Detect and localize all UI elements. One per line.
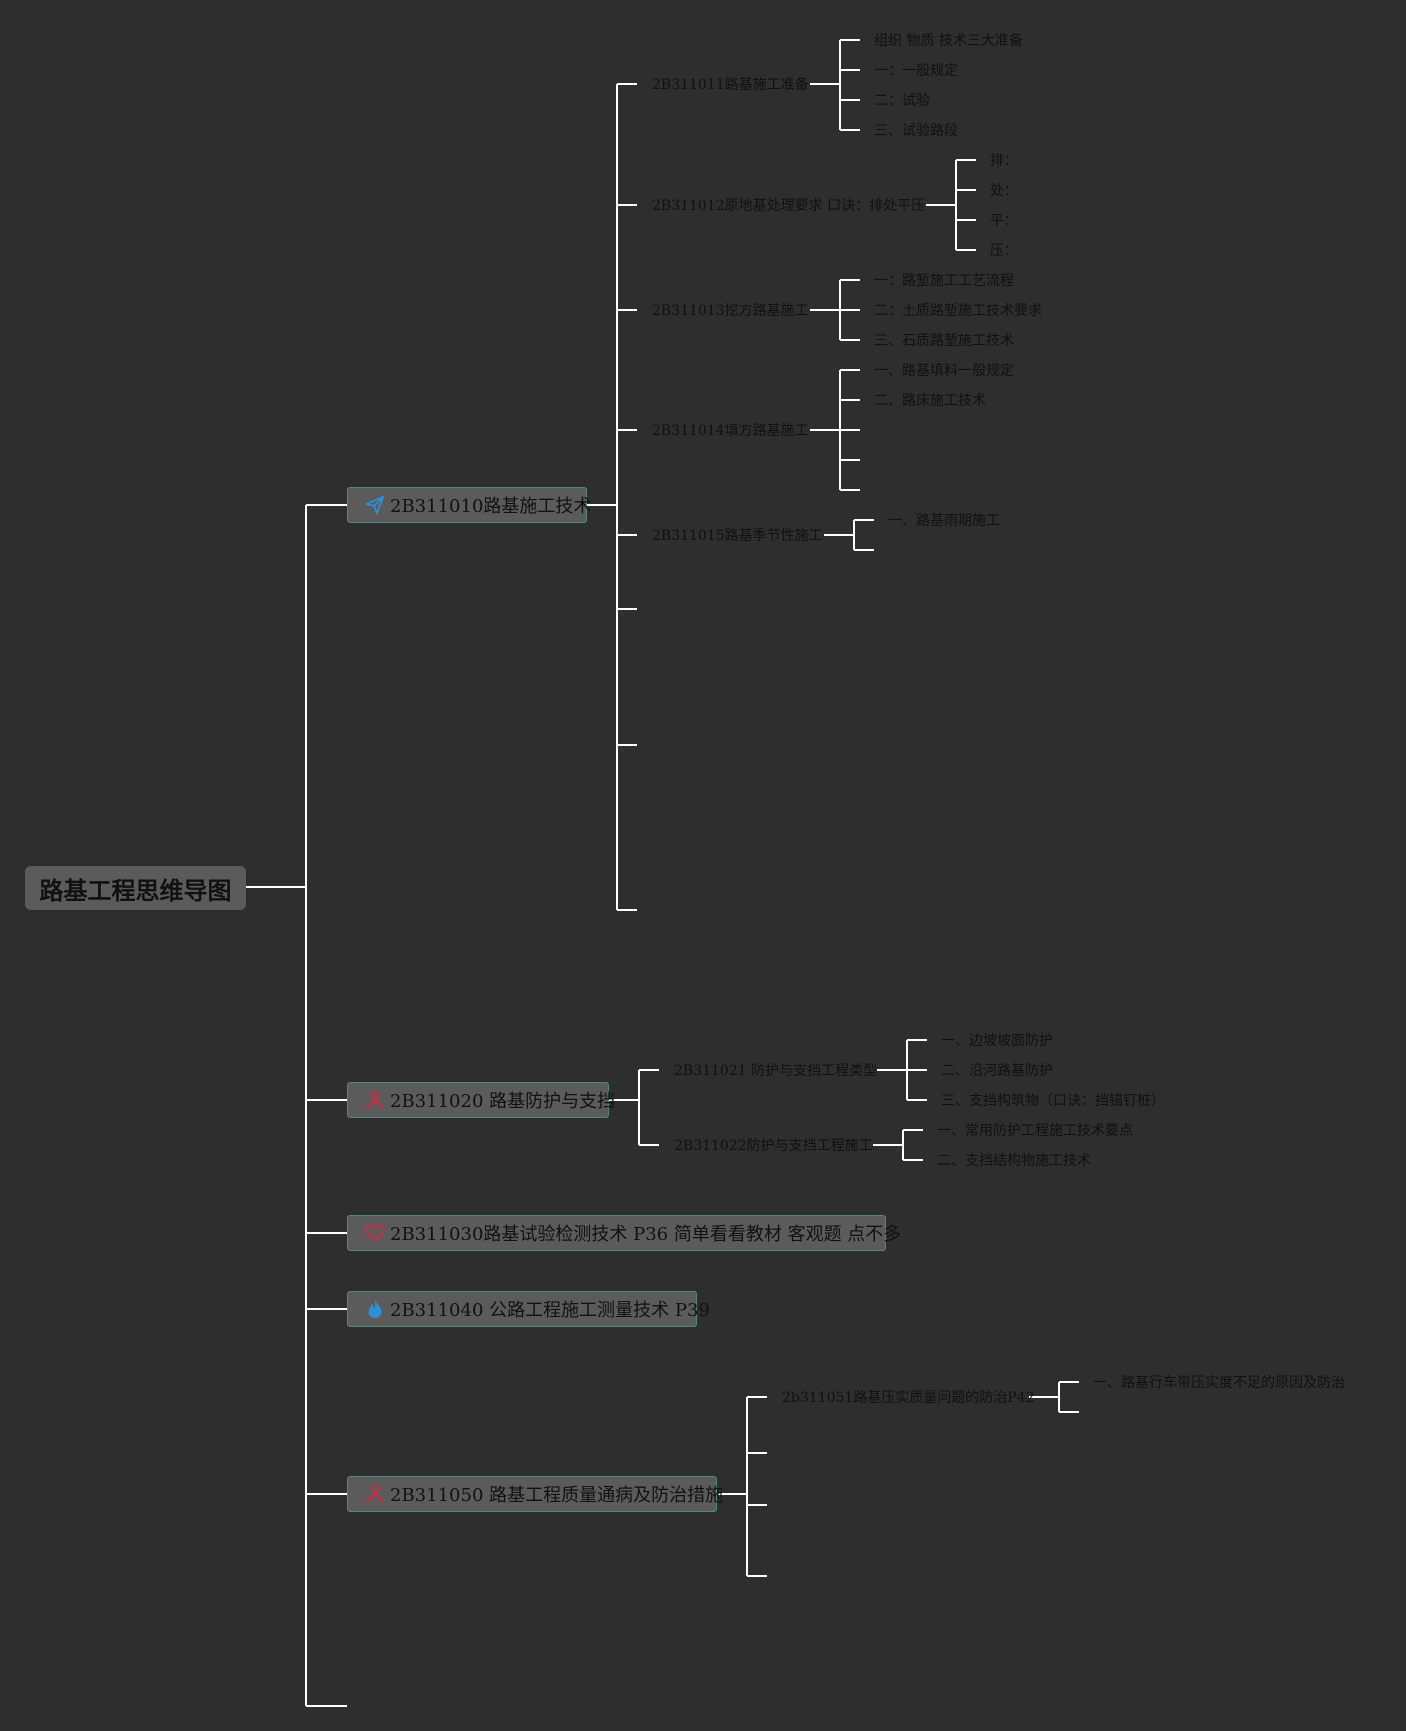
- topic-node-2b311010[interactable]: 2B311010路基施工技术: [347, 487, 591, 523]
- leaf-node[interactable]: 三、支挡构筑物（口诀：挡锚钉桩）: [941, 1093, 1165, 1109]
- topic-node-2b311030[interactable]: 2B311030路基试验检测技术 P36 简单看看教材 客观题 点不多: [347, 1215, 901, 1251]
- topic-node-2b311050[interactable]: 2B311050 路基工程质量通病及防治措施: [347, 1476, 723, 1512]
- subtopic-2b311014[interactable]: 2B311014填方路基施工: [652, 423, 809, 439]
- leaf-node[interactable]: 一、边坡坡面防护: [941, 1033, 1053, 1049]
- leaf-node[interactable]: 一、路基雨期施工: [888, 513, 1000, 529]
- leaf-node[interactable]: 处：: [990, 183, 1018, 199]
- subtopic-2b311012[interactable]: 2B311012原地基处理要求 口诀：排处平压: [652, 198, 926, 214]
- topic-node-2b311020[interactable]: 2B311020 路基防护与支挡: [347, 1082, 615, 1118]
- flame-icon: [364, 1298, 386, 1320]
- subtopic-2b311022[interactable]: 2B311022防护与支挡工程施工: [674, 1138, 873, 1154]
- leaf-node[interactable]: 一：一般规定: [874, 63, 958, 79]
- paper-plane-icon: [364, 494, 386, 516]
- topic-label: 2B311040 公路工程施工测量技术 P39: [390, 1300, 710, 1321]
- leaf-node[interactable]: 二、路床施工技术: [874, 393, 986, 409]
- leaf-node[interactable]: 三、石质路堑施工技术: [874, 333, 1014, 349]
- leaf-node[interactable]: 二、沿河路基防护: [941, 1063, 1053, 1079]
- subtopic-2b311021[interactable]: 2B311021 防护与支挡工程类型: [674, 1063, 878, 1079]
- subtopic-2b311051[interactable]: 2b311051路基压实质量问题的防治P42: [782, 1390, 1035, 1406]
- leaf-node[interactable]: 二：土质路堑施工技术要求: [874, 303, 1042, 319]
- topic-node-2b311040[interactable]: 2B311040 公路工程施工测量技术 P39: [347, 1291, 710, 1327]
- tools-icon: [364, 1483, 386, 1505]
- topic-label: 2B311050 路基工程质量通病及防治措施: [390, 1485, 724, 1506]
- leaf-node[interactable]: 一、常用防护工程施工技术要点: [937, 1123, 1133, 1139]
- leaf-node[interactable]: 组织 物质 技术三大准备: [874, 33, 1023, 49]
- root-node[interactable]: 路基工程思维导图: [25, 866, 246, 910]
- topic-label: 2B311020 路基防护与支挡: [390, 1091, 616, 1112]
- topic-label: 2B311030路基试验检测技术 P36 简单看看教材 客观题 点不多: [390, 1224, 902, 1245]
- subtopic-2b311013[interactable]: 2B311013挖方路基施工: [652, 303, 809, 319]
- leaf-node[interactable]: 二、支挡结构物施工技术: [937, 1153, 1091, 1169]
- leaf-node[interactable]: 排：: [990, 153, 1018, 169]
- subtopic-2b311015[interactable]: 2B311015路基季节性施工: [652, 528, 823, 544]
- leaf-node[interactable]: 一、路基填料一般规定: [874, 363, 1014, 379]
- tools-icon: [364, 1089, 386, 1111]
- leaf-node[interactable]: 一、路基行车带压实度不足的原因及防治: [1093, 1375, 1345, 1391]
- heart-icon: [364, 1222, 386, 1244]
- leaf-node[interactable]: 一：路堑施工工艺流程: [874, 273, 1014, 289]
- subtopic-2b311011[interactable]: 2B311011路基施工准备: [652, 77, 809, 93]
- leaf-node[interactable]: 平：: [990, 213, 1018, 229]
- leaf-node[interactable]: 三、试验路段: [874, 123, 958, 139]
- leaf-node[interactable]: 压：: [990, 243, 1018, 259]
- leaf-node[interactable]: 二：试验: [874, 93, 930, 109]
- topic-label: 2B311010路基施工技术: [390, 496, 592, 517]
